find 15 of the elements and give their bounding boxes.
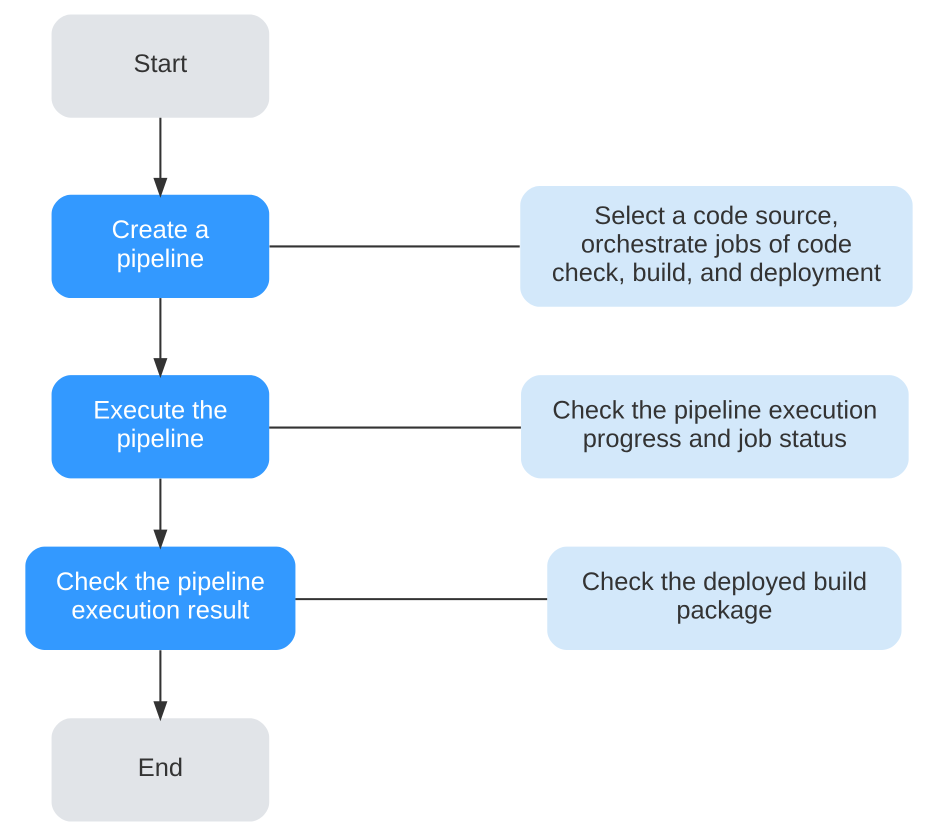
node-box: Start [52,14,270,118]
connector [295,598,548,600]
node-box: Check the deployed build package [547,546,902,650]
arrow [153,478,168,550]
arrow [153,650,168,722]
node-box: Create a pipeline [52,194,270,298]
arrow [153,118,168,198]
node-box: Check the pipeline execution result [25,546,296,650]
connector [269,426,521,429]
arrow [153,298,168,378]
node-box: Select a code source, orchestrate jobs of code check, build, and deployment [520,186,913,307]
node-box: Check the pipeline execution progress and job status [521,375,909,478]
connector [270,245,520,248]
node-box: Execute the pipeline [52,375,270,478]
node-box: End [52,718,270,822]
